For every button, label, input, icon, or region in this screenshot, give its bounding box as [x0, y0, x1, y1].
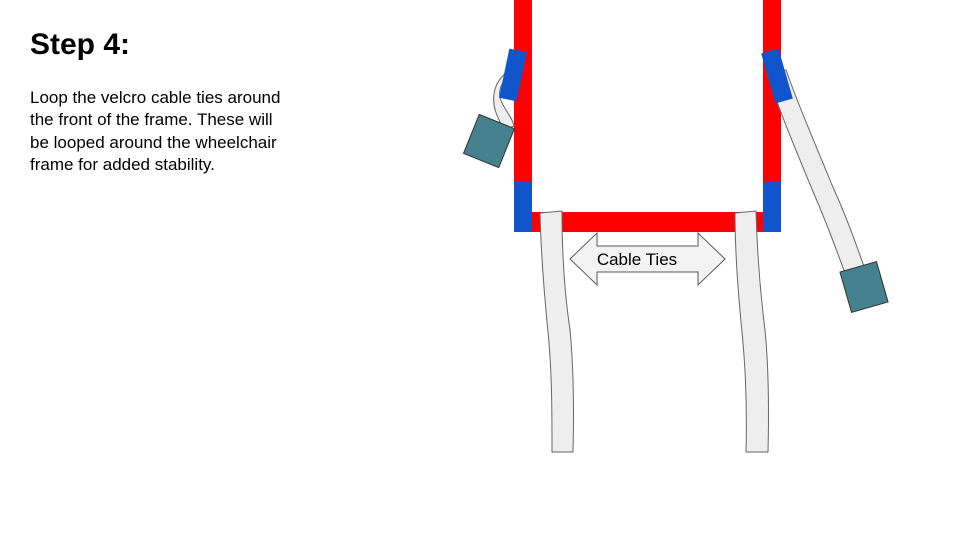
cable-tie-left-angled — [462, 48, 528, 169]
double-arrow-shape — [569, 231, 726, 287]
cable-tie-right-angled — [761, 48, 889, 314]
frame-right-blue-cap — [763, 182, 781, 232]
cable-tie-buckle — [462, 113, 516, 169]
cable-ties-callout: Cable Ties — [569, 231, 726, 287]
cable-tie-right-hanging — [734, 210, 770, 453]
cable-tie-blue-strap — [761, 48, 793, 104]
wheelchair-frame — [514, 0, 781, 232]
cable-tie-left-hanging — [539, 210, 575, 453]
frame-front-crossbar — [514, 212, 781, 232]
step-instructions: Loop the velcro cable ties around the fr… — [30, 88, 281, 175]
frame-left-blue-cap — [514, 182, 532, 232]
cable-tie-buckle — [839, 260, 889, 314]
cable-tie-blue-strap — [498, 48, 528, 102]
cable-ties-label: Cable Ties — [597, 250, 677, 269]
step-title: Step 4: — [30, 28, 131, 61]
